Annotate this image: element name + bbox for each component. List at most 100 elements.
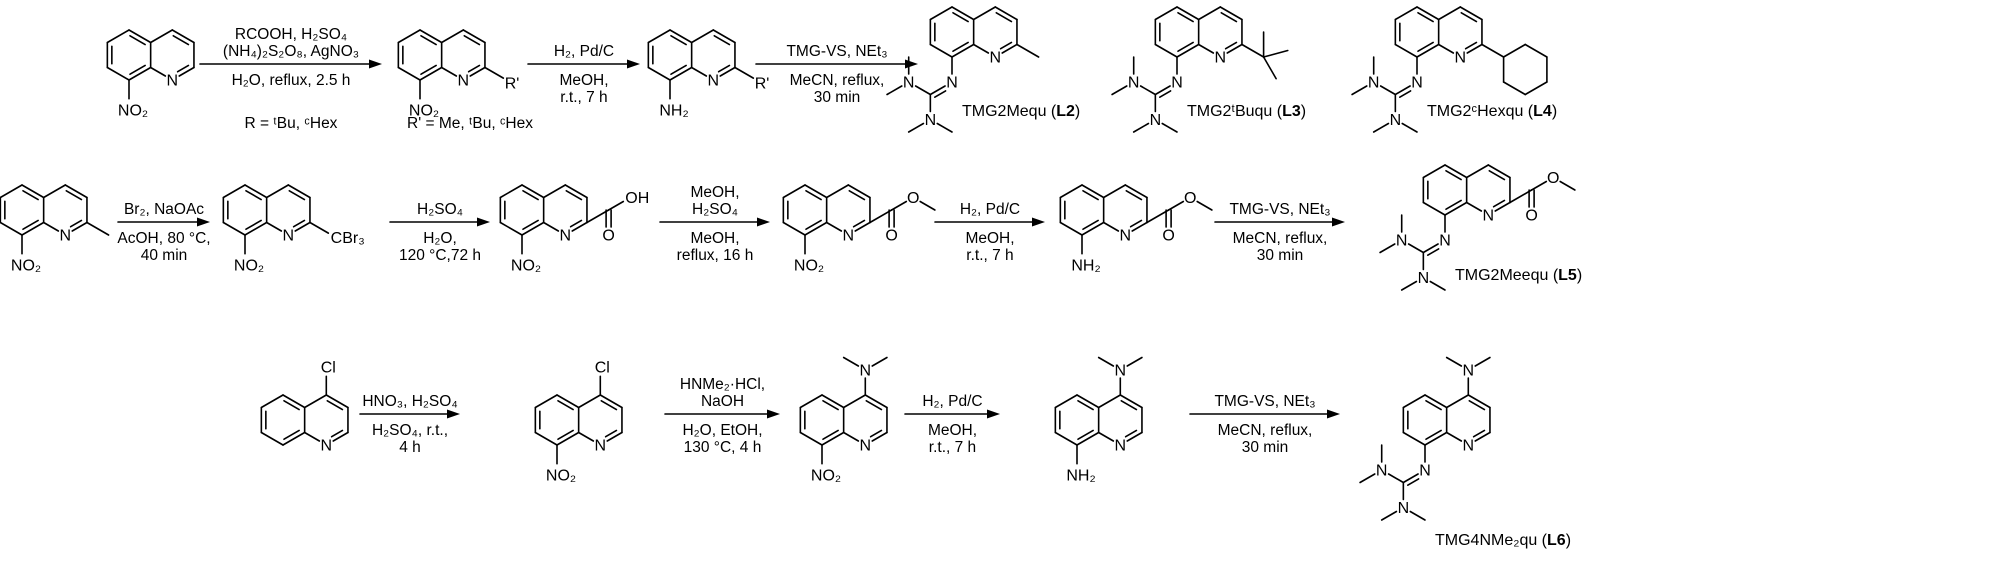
bond — [647, 29, 671, 44]
bond — [265, 221, 283, 232]
bond — [21, 184, 45, 199]
double-bond-line — [283, 429, 300, 441]
bond — [440, 66, 458, 77]
bond — [106, 29, 130, 44]
ring-nitrogen-label: N — [1115, 438, 1127, 455]
bond — [1262, 49, 1289, 58]
arrowhead-icon — [767, 409, 780, 419]
bond — [1402, 394, 1426, 409]
bond — [542, 221, 560, 232]
bond — [128, 29, 152, 44]
tribromomethyl-label: CBr₃ — [331, 230, 365, 247]
amine-nitrogen-label: N — [1398, 500, 1410, 517]
bond — [929, 6, 953, 21]
bond — [1424, 394, 1448, 409]
r-prime-group-note: R' = Me, ᵗBu, ᶜHex — [407, 115, 533, 132]
arrowhead-icon — [757, 217, 770, 227]
amine-nitrogen-label: N — [860, 363, 872, 380]
bond — [1481, 43, 1505, 58]
double-bond-line — [1464, 41, 1478, 50]
r-prime-label: R' — [755, 76, 770, 93]
bond — [669, 29, 693, 44]
compound-name: TMG2ᵗBuqu ( — [1187, 103, 1283, 120]
bond — [1054, 394, 1078, 409]
bond — [577, 431, 595, 442]
ring-nitrogen-label: N — [1120, 228, 1132, 245]
carbonyl-oxygen-label: O — [1525, 208, 1537, 225]
bond — [1001, 43, 1018, 54]
double-bond-line — [172, 34, 190, 46]
ring-nitrogen-label: N — [1215, 50, 1227, 67]
double-bond-line — [995, 11, 1013, 23]
bond — [799, 394, 823, 409]
reagent-text: TMG-VS, NEt₃ — [1214, 393, 1315, 410]
bond — [1409, 510, 1426, 521]
bond — [1559, 180, 1576, 191]
double-bond-line — [330, 429, 344, 438]
bond — [1387, 473, 1405, 484]
ring-nitrogen-label: N — [708, 73, 720, 90]
condition-text: MeOH, — [965, 230, 1014, 247]
bond — [0, 184, 23, 199]
ring-nitrogen-label: N — [990, 50, 1002, 67]
bond — [178, 66, 195, 77]
bond — [804, 221, 828, 236]
ring-nitrogen-label: N — [860, 438, 872, 455]
reagent-text: NaOH — [701, 393, 744, 410]
bond — [1379, 243, 1396, 254]
ring-nitrogen-label: N — [595, 438, 607, 455]
bond — [1467, 394, 1491, 409]
bond — [1372, 122, 1390, 133]
reagent-text: H₂, Pd/C — [922, 393, 982, 410]
double-bond-line — [1125, 189, 1143, 201]
bond — [282, 394, 306, 409]
amino-group-label: NH₂ — [1066, 468, 1095, 485]
nitro-group-label: NO₂ — [511, 258, 541, 275]
bond — [484, 66, 505, 79]
amine-nitrogen-label: N — [903, 75, 915, 92]
carbonyl-oxygen-label: O — [602, 228, 614, 245]
double-bond-line — [245, 189, 262, 201]
bond — [1394, 43, 1418, 58]
condition-text: H₂SO₄, r.t., — [372, 422, 448, 439]
imine-nitrogen-label: N — [946, 75, 958, 92]
bond — [669, 66, 693, 81]
hydroxyl-label: OH — [625, 190, 649, 207]
bond — [1494, 201, 1511, 212]
bond — [1379, 85, 1397, 96]
double-bond-line — [1417, 11, 1434, 23]
compound-label-L2: TMG2Mequ (L2) — [962, 103, 1080, 120]
nitro-group-label: NO₂ — [546, 468, 576, 485]
bond — [1176, 6, 1200, 21]
compound-label-L6: TMG4NMe₂qu (L6) — [1435, 532, 1571, 549]
bond — [847, 184, 871, 199]
double-bond-line — [467, 64, 481, 73]
reagent-text: H₂, Pd/C — [960, 201, 1020, 218]
bond — [799, 431, 823, 446]
reagent-text: (NH₄)₂S₂O₈, AgNO₃ — [223, 43, 359, 60]
bond — [1197, 43, 1215, 54]
bond — [1102, 221, 1120, 232]
arrowhead-icon — [905, 59, 918, 69]
double-bond-line — [1406, 478, 1420, 486]
bond — [469, 66, 486, 77]
double-bond-line — [176, 64, 190, 73]
compound-name: TMG2ᶜHexqu ( — [1427, 103, 1534, 120]
double-bond-line — [1120, 399, 1138, 411]
bond — [1524, 43, 1548, 58]
bond — [854, 221, 871, 232]
bond — [1154, 6, 1178, 21]
ester-oxygen-label: O — [907, 190, 919, 207]
condition-text: 30 min — [1257, 247, 1304, 264]
bond — [1139, 85, 1157, 96]
bond — [1161, 122, 1178, 133]
arrowhead-icon — [627, 59, 640, 69]
bond — [607, 200, 625, 211]
amine-nitrogen-label: N — [1150, 112, 1162, 129]
